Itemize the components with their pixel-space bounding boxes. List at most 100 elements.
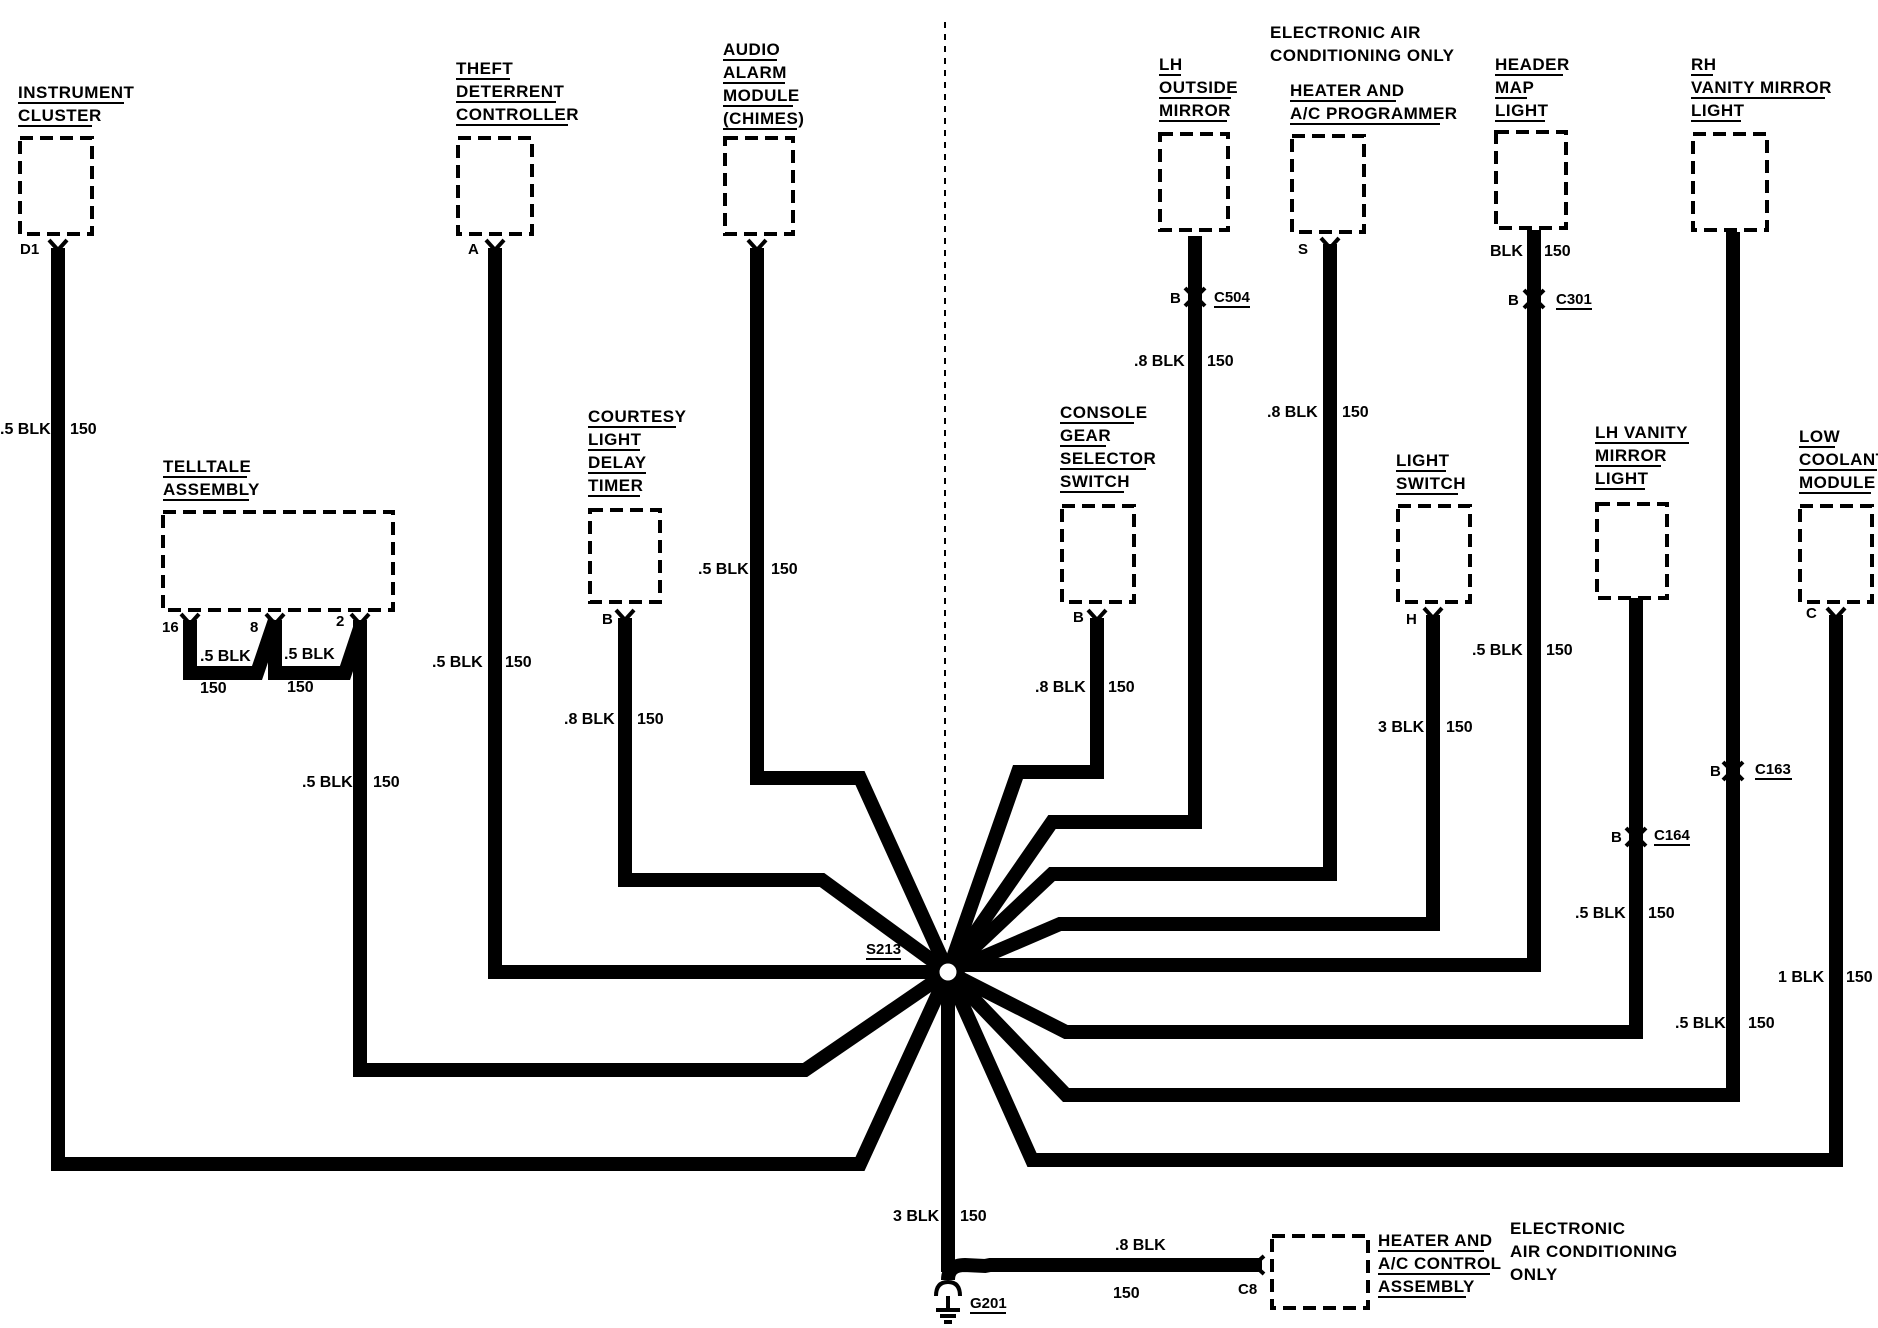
lh-vanity-label-1: LH VANITY xyxy=(1595,423,1688,442)
heater-ac-programmer-label-1: HEATER AND xyxy=(1290,81,1405,100)
bottom-note-line-1: ELECTRONIC xyxy=(1510,1219,1626,1238)
wire-circuit-label: 150 xyxy=(373,774,400,791)
pin-label: C8 xyxy=(1238,1281,1257,1298)
heater-ac-control-label-1: HEATER AND xyxy=(1378,1231,1493,1250)
component-labels: INSTRUMENT CLUSTER THEFT DETERRENT CONTR… xyxy=(18,23,1878,1298)
wire-circuit-label: 150 xyxy=(287,679,314,696)
wire-gauge-label: .5 BLK xyxy=(1472,642,1523,659)
wire-circuit-label: 150 xyxy=(1207,353,1234,370)
theft-deterrent-label-1: THEFT xyxy=(456,59,513,78)
wire-gauge-label: 3 BLK xyxy=(893,1208,940,1225)
wire-telltale-link-b xyxy=(268,620,367,680)
wires xyxy=(51,230,1843,1281)
terminal-icon xyxy=(484,238,506,253)
instrument-cluster-label-1: INSTRUMENT xyxy=(18,83,135,102)
terminal-icon xyxy=(614,608,636,623)
wire-labels: .5 BLK 150 .5 BLK 150 .5 BLK 150 .5 BLK … xyxy=(0,243,1873,1302)
wire-gauge-label: .5 BLK xyxy=(698,561,749,578)
lh-vanity-box xyxy=(1595,502,1669,600)
connector-labels: B C504 B C301 B C163 B C164 S213 G201 xyxy=(866,289,1792,1314)
wire-gauge-label: 1 BLK xyxy=(1778,969,1825,986)
telltale-label-1: TELLTALE xyxy=(163,457,251,476)
splice-s213-icon xyxy=(934,958,962,986)
rh-vanity-label-2: VANITY MIRROR xyxy=(1691,78,1832,97)
low-coolant-box xyxy=(1798,504,1874,604)
wire-gauge-label: .5 BLK xyxy=(0,421,51,438)
connector-c301-label: C301 xyxy=(1556,291,1592,308)
audio-alarm-label-4: (CHIMES) xyxy=(723,109,804,128)
pin-label: D1 xyxy=(20,241,39,258)
heater-ac-control-box xyxy=(1270,1234,1370,1310)
header-map-label-2: MAP xyxy=(1495,78,1534,97)
connector-pin-label: B xyxy=(1170,290,1181,307)
pin-label: H xyxy=(1406,611,1417,628)
wire-gauge-label: .8 BLK xyxy=(1134,353,1185,370)
wire-low-coolant xyxy=(941,615,1843,1167)
heater-ac-programmer-box xyxy=(1290,134,1366,234)
terminal-icon xyxy=(1086,608,1108,623)
terminals xyxy=(47,236,1847,1276)
splice-s213-label: S213 xyxy=(866,941,901,958)
wire-lh-vanity xyxy=(944,598,1643,1039)
wire-heater-ac-control xyxy=(941,1257,1262,1281)
instrument-cluster-label-2: CLUSTER xyxy=(18,106,102,125)
wire-gauge-label: .5 BLK xyxy=(432,654,483,671)
wire-gauge-label: .5 BLK xyxy=(200,648,251,665)
theft-deterrent-label-3: CONTROLLER xyxy=(456,105,579,124)
pin-label: 8 xyxy=(250,619,258,636)
light-switch-label-2: SWITCH xyxy=(1396,474,1466,493)
lh-outside-mirror-label-3: MIRROR xyxy=(1159,101,1231,120)
header-map-box xyxy=(1494,130,1568,230)
low-coolant-label-3: MODULE xyxy=(1799,473,1876,492)
pin-label: B xyxy=(602,611,613,628)
wire-gauge-label: .8 BLK xyxy=(1267,404,1318,421)
wire-circuit-label: 150 xyxy=(960,1208,987,1225)
header-map-label-1: HEADER xyxy=(1495,55,1570,74)
wire-gauge-label: BLK xyxy=(1490,243,1523,260)
lh-outside-mirror-label-2: OUTSIDE xyxy=(1159,78,1238,97)
wire-header-map xyxy=(948,230,1541,972)
console-gear-label-2: GEAR xyxy=(1060,426,1111,445)
terminal-icon xyxy=(47,238,69,253)
pin-labels: D1 A 16 8 2 B B S H C C8 xyxy=(20,241,1817,1298)
wire-light-switch xyxy=(945,615,1440,979)
courtesy-timer-label-1: COURTESY xyxy=(588,407,687,426)
wire-circuit-label: 150 xyxy=(1748,1015,1775,1032)
lh-outside-mirror-label-1: LH xyxy=(1159,55,1183,74)
wire-circuit-label: 150 xyxy=(1113,1285,1140,1302)
wire-gauge-label: .5 BLK xyxy=(1675,1015,1726,1032)
wire-rh-vanity xyxy=(942,232,1740,1102)
wire-circuit-label: 150 xyxy=(1446,719,1473,736)
top-note-line-2: CONDITIONING ONLY xyxy=(1270,46,1455,65)
audio-alarm-box xyxy=(723,136,795,236)
light-switch-box xyxy=(1396,504,1472,604)
heater-ac-control-label-3: ASSEMBLY xyxy=(1378,1277,1475,1296)
top-note-line-1: ELECTRONIC AIR xyxy=(1270,23,1421,42)
pin-label: C xyxy=(1806,605,1817,622)
rh-vanity-label-1: RH xyxy=(1691,55,1717,74)
wire-gauge-label: .5 BLK xyxy=(284,646,335,663)
bottom-note-line-3: ONLY xyxy=(1510,1265,1558,1284)
wire-audio-alarm xyxy=(750,248,955,975)
wire-circuit-label: 150 xyxy=(637,711,664,728)
instrument-cluster-box xyxy=(18,136,94,236)
pin-label: B xyxy=(1073,609,1084,626)
courtesy-timer-box xyxy=(588,508,662,604)
wire-gauge-label: .5 BLK xyxy=(1575,905,1626,922)
terminal-icon xyxy=(179,612,201,627)
wire-instrument-cluster xyxy=(51,248,955,1171)
wire-circuit-label: 150 xyxy=(70,421,97,438)
connector-pin-label: B xyxy=(1611,829,1622,846)
lh-outside-mirror-box xyxy=(1158,132,1230,232)
heater-ac-programmer-label-2: A/C PROGRAMMER xyxy=(1290,104,1458,123)
component-boxes xyxy=(18,130,1874,1310)
connector-c301-icon xyxy=(1522,288,1546,310)
terminal-icon xyxy=(349,612,371,627)
heater-ac-control-label-2: A/C CONTROL xyxy=(1378,1254,1502,1273)
theft-deterrent-box xyxy=(456,136,534,236)
lh-vanity-label-2: MIRROR xyxy=(1595,446,1667,465)
low-coolant-label-2: COOLANT xyxy=(1799,450,1878,469)
terminal-icon xyxy=(264,612,286,627)
pin-label: 2 xyxy=(336,613,344,630)
